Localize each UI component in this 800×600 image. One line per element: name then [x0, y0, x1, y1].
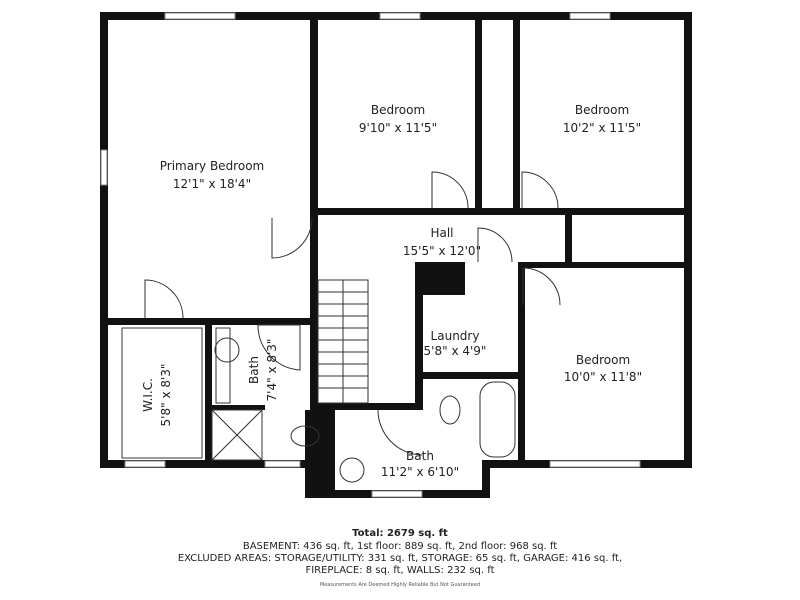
- room-dims: 5'8" x 8'3": [159, 364, 173, 427]
- room-labels: Primary Bedroom 12'1" x 18'4" Bedroom 9'…: [141, 103, 642, 479]
- room-dims: 9'10" x 11'5": [359, 121, 437, 135]
- disclaimer: Measurements Are Deemed Highly Reliable …: [319, 582, 481, 588]
- room-dims: 7'4" x 8'3": [265, 339, 279, 402]
- excluded-areas-cont: FIREPLACE: 8 sq. ft, WALLS: 232 sq. ft: [305, 565, 495, 576]
- stairs: [317, 279, 369, 404]
- room-dims: 10'0" x 11'8": [564, 370, 642, 384]
- room-name: Bedroom: [575, 103, 629, 117]
- windows: [100, 12, 641, 498]
- room-name: Bedroom: [371, 103, 425, 117]
- room-name: Laundry: [431, 329, 480, 343]
- total-area: Total: 2679 sq. ft: [352, 528, 448, 539]
- room-dims: 12'1" x 18'4": [173, 177, 251, 191]
- room-name: Bath: [406, 449, 434, 463]
- room-dims: 10'2" x 11'5": [563, 121, 641, 135]
- room-name: Primary Bedroom: [160, 159, 264, 173]
- room-dims: 11'2" x 6'10": [381, 465, 459, 479]
- room-dims: 15'5" x 12'0": [403, 244, 481, 258]
- area-breakdown: BASEMENT: 436 sq. ft, 1st floor: 889 sq.…: [242, 541, 558, 552]
- room-name: Bedroom: [576, 353, 630, 367]
- excluded-areas: EXCLUDED AREAS: STORAGE/UTILITY: 331 sq.…: [177, 553, 623, 564]
- room-dims: 5'8" x 4'9": [424, 344, 487, 358]
- doors-fixtures: [121, 171, 561, 483]
- room-name: Hall: [430, 226, 453, 240]
- room-name: W.I.C.: [141, 378, 155, 412]
- walls: [100, 12, 692, 498]
- room-name: Bath: [247, 356, 261, 384]
